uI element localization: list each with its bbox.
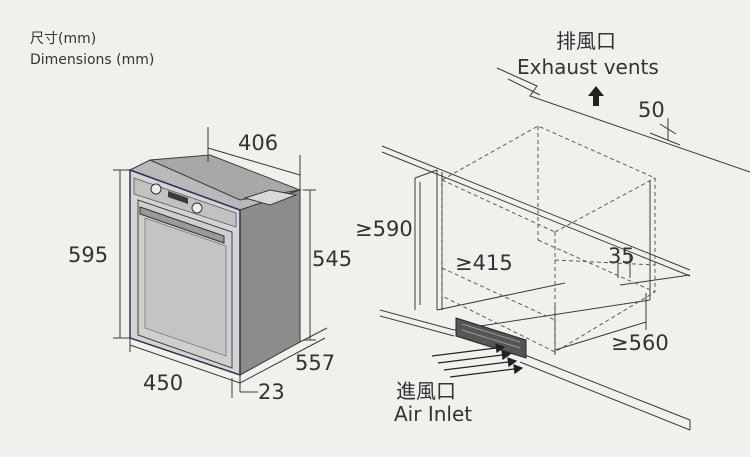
airflow-arrows-icon	[431, 343, 524, 378]
min-width-label: ≥560	[611, 331, 669, 355]
title-zh: 尺寸(mm)	[30, 31, 96, 47]
inlet-label-zh: 進風口	[396, 379, 456, 403]
oven-side-face	[239, 189, 301, 376]
air-inlet-grille	[455, 317, 527, 359]
knob-left-icon	[150, 183, 162, 195]
oven-width-label: 450	[143, 371, 183, 395]
min-height-label: ≥590	[355, 217, 413, 241]
oven-drawing	[128, 154, 302, 377]
oven-body-height-label: 545	[312, 247, 352, 271]
oven-window	[144, 217, 227, 357]
oven-handle	[139, 206, 225, 244]
gap-label: 35	[608, 244, 635, 268]
clearance-top-label: 50	[638, 98, 665, 122]
knob-right-icon	[191, 202, 203, 214]
oven-top-width-label: 406	[238, 131, 278, 155]
cabinet-outline	[379, 67, 750, 431]
oven-dimension-lines	[113, 127, 328, 398]
exhaust-label-en: Exhaust vents	[517, 55, 659, 79]
oven-top-vent	[243, 189, 298, 206]
cabinet-dashed-volume	[441, 125, 656, 353]
inlet-label-en: Air Inlet	[394, 402, 472, 426]
oven-display	[168, 191, 188, 204]
oven-panel-thickness-label: 23	[258, 380, 285, 404]
oven-depth-label: 557	[295, 351, 335, 375]
up-arrow-icon	[588, 86, 604, 106]
oven-height-label: 595	[68, 243, 108, 267]
min-depth-label: ≥415	[455, 251, 513, 275]
title-en: Dimensions (mm)	[30, 52, 154, 68]
exhaust-label-zh: 排風口	[556, 29, 616, 53]
